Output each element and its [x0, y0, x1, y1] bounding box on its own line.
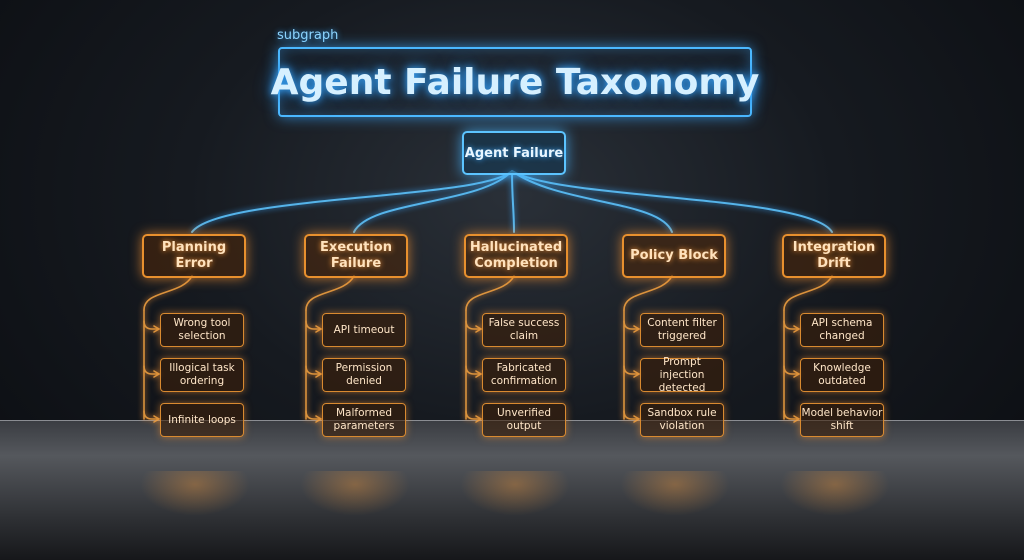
root-node: Agent Failure — [462, 131, 566, 175]
diagram-title: Agent Failure Taxonomy — [270, 61, 760, 103]
leaf-node: API schema changed — [800, 313, 884, 347]
leaf-node: Malformed parameters — [322, 403, 406, 437]
leaf-node: Fabricated confirmation — [482, 358, 566, 392]
leaf-node: Knowledge outdated — [800, 358, 884, 392]
category-node: Integration Drift — [782, 234, 886, 278]
reflective-floor — [0, 420, 1024, 560]
leaf-node: Prompt injection detected — [640, 356, 724, 394]
subgraph-label: subgraph — [277, 28, 339, 43]
leaf-node: Content filter triggered — [640, 313, 724, 347]
leaf-node: Illogical task ordering — [160, 358, 244, 392]
leaf-node: API timeout — [322, 313, 406, 347]
leaf-node: Infinite loops — [160, 403, 244, 437]
category-node: Hallucinated Completion — [464, 234, 568, 278]
title-frame: Agent Failure Taxonomy — [271, 47, 759, 117]
leaf-node: Wrong tool selection — [160, 313, 244, 347]
category-node: Policy Block — [622, 234, 726, 278]
category-node: Execution Failure — [304, 234, 408, 278]
leaf-node: Sandbox rule violation — [640, 403, 724, 437]
category-node: Planning Error — [142, 234, 246, 278]
leaf-node: Model behavior shift — [800, 403, 884, 437]
leaf-node: Permission denied — [322, 358, 406, 392]
leaf-node: Unverified output — [482, 403, 566, 437]
leaf-node: False success claim — [482, 313, 566, 347]
